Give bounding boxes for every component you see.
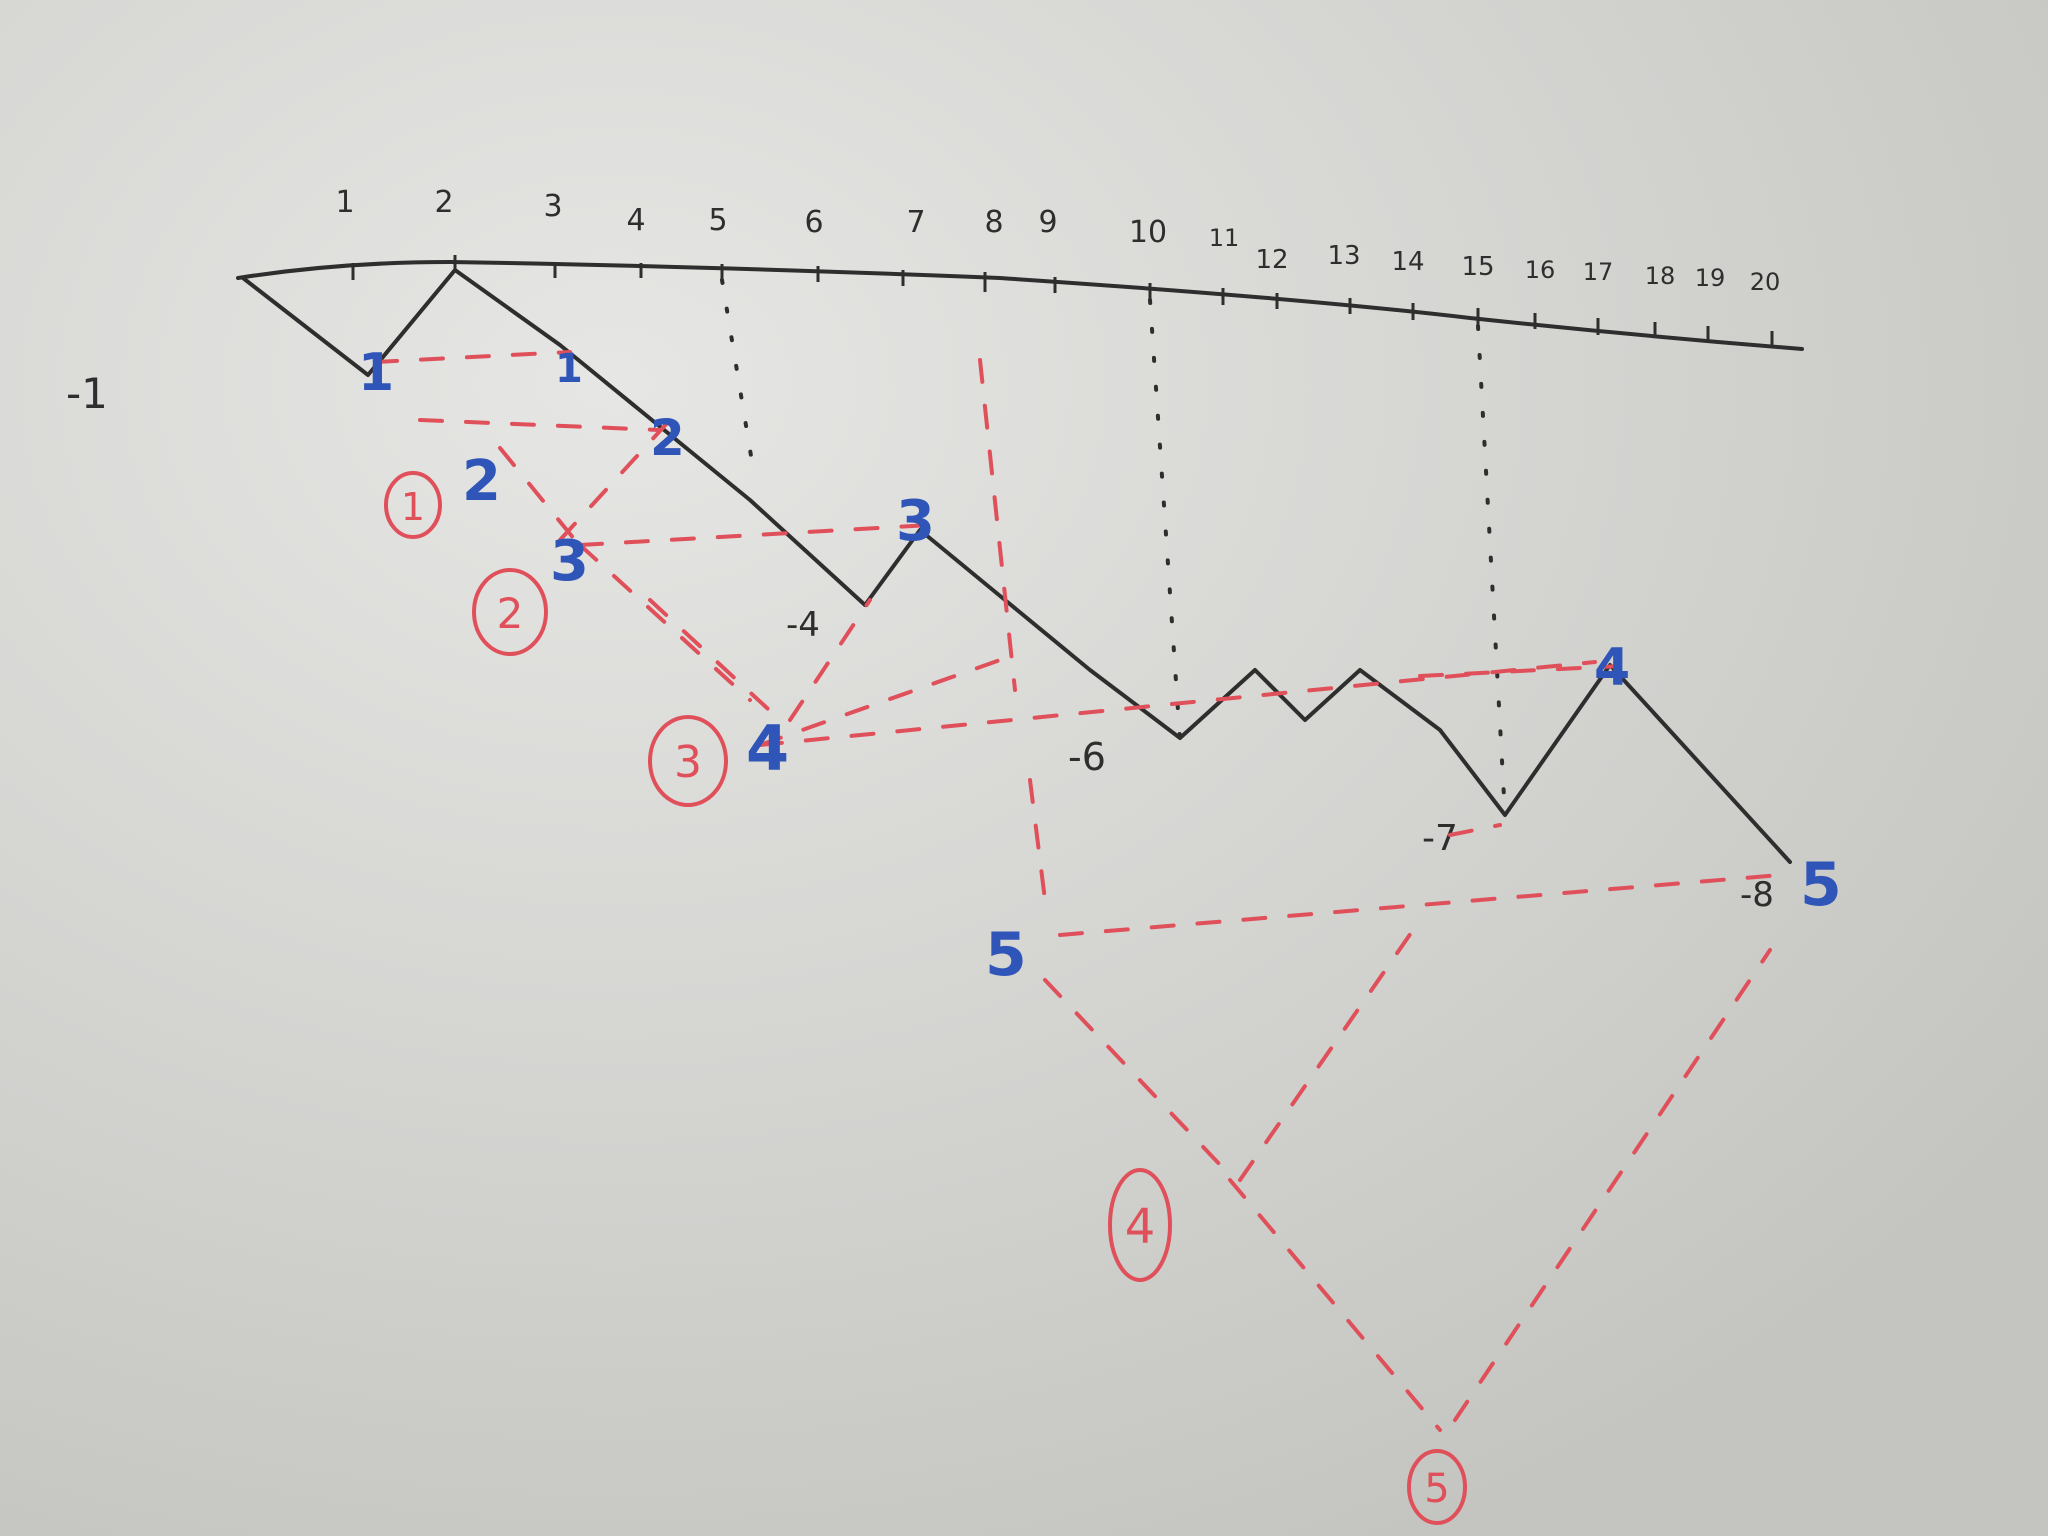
tick-label-16: 16 [1525, 256, 1556, 284]
circled-numbers: 1 2 3 4 5 [401, 485, 1450, 1512]
tick-label-3: 3 [543, 189, 562, 224]
tick-label-12: 12 [1255, 245, 1288, 275]
blue-label-4a: 4 [746, 712, 789, 785]
blue-label-2b: 2 [650, 409, 685, 467]
y-value-labels: -1 -4 -6 -7 -8 [66, 369, 1774, 915]
tick-label-6: 6 [804, 205, 823, 240]
circle-3 [648, 715, 728, 807]
blue-label-5a: 5 [985, 920, 1027, 990]
tick-label-11: 11 [1209, 224, 1240, 252]
circled-number-3: 3 [674, 737, 702, 788]
tick-label-9: 9 [1038, 205, 1057, 240]
blue-label-3a: 3 [550, 529, 589, 594]
tick-label-14: 14 [1391, 247, 1424, 277]
blue-label-5b: 5 [1800, 850, 1842, 920]
blue-label-3b: 3 [896, 489, 935, 554]
circle-1 [384, 471, 442, 539]
circle-2 [472, 568, 548, 656]
blue-label-1a: 1 [358, 343, 394, 403]
red-dashed-lines [373, 350, 1782, 1432]
label-minus-1: -1 [66, 369, 108, 418]
tick-label-20: 20 [1750, 268, 1781, 296]
tick-label-4: 4 [626, 203, 645, 238]
tick-label-13: 13 [1327, 241, 1360, 271]
circle-5 [1407, 1449, 1467, 1525]
tick-label-5: 5 [708, 203, 727, 238]
tick-label-15: 15 [1461, 252, 1494, 282]
circle-4 [1108, 1168, 1172, 1282]
label-minus-8: -8 [1740, 875, 1774, 915]
tick-label-10: 10 [1129, 215, 1167, 250]
vertical-guides [720, 278, 1507, 817]
circled-labels [384, 471, 1467, 1525]
circled-number-2: 2 [497, 589, 524, 638]
random-walk-path [241, 268, 1792, 864]
axis-tick-labels: 1 2 3 4 5 6 7 8 9 10 11 12 13 14 15 16 1… [335, 185, 1780, 296]
number-line-axis [236, 259, 1804, 351]
axis-tick-marks [351, 255, 1774, 348]
tick-label-7: 7 [906, 205, 925, 240]
circled-number-5: 5 [1424, 1466, 1449, 1512]
blue-label-1b: 1 [555, 346, 583, 392]
tick-label-19: 19 [1695, 264, 1726, 292]
circled-number-1: 1 [401, 485, 425, 529]
tick-label-18: 18 [1645, 262, 1676, 290]
blue-step-labels: 1 2 1 2 3 3 4 5 4 5 [358, 343, 1842, 990]
tick-label-1: 1 [335, 185, 354, 220]
circled-number-4: 4 [1125, 1199, 1156, 1255]
label-minus-6: -6 [1068, 735, 1106, 779]
tick-label-17: 17 [1583, 258, 1614, 286]
tick-label-2: 2 [434, 185, 453, 220]
tick-label-8: 8 [984, 205, 1003, 240]
blue-label-2a: 2 [462, 449, 501, 514]
label-minus-7: -7 [1422, 818, 1458, 859]
blue-label-4b: 4 [1594, 638, 1630, 698]
label-minus-4: -4 [786, 605, 820, 645]
